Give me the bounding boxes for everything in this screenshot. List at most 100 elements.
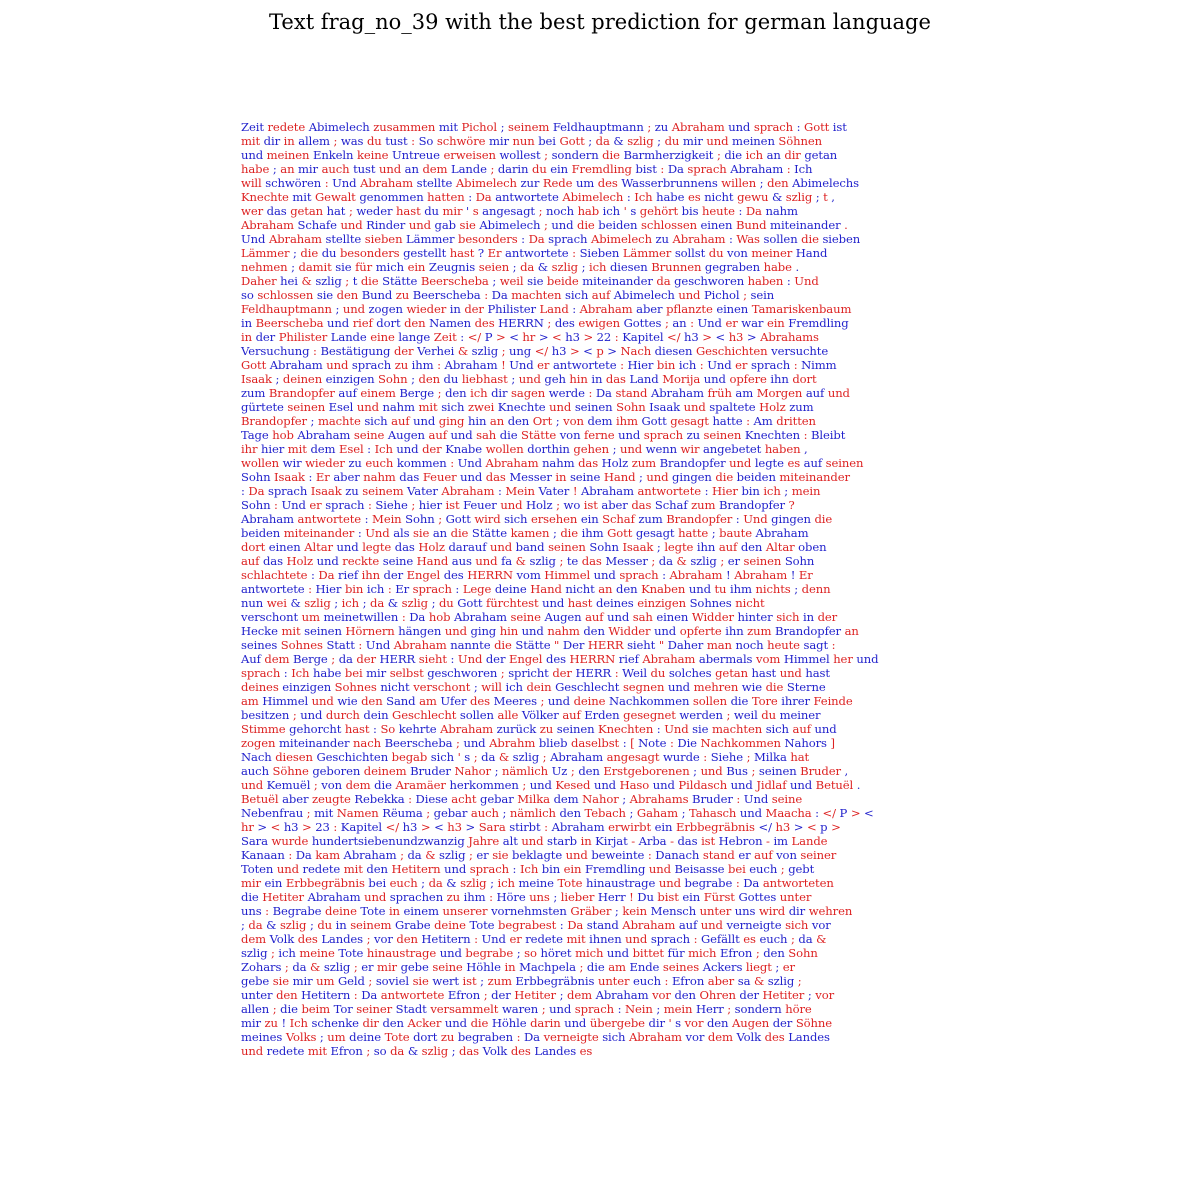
word-token: Enkeln xyxy=(313,148,357,162)
word-token: : xyxy=(729,232,737,246)
word-token: den xyxy=(578,764,604,778)
word-token: seinen xyxy=(287,400,329,414)
word-token: sich xyxy=(564,288,592,302)
word-token: damit xyxy=(298,260,336,274)
word-token: und xyxy=(241,148,267,162)
word-token: bei xyxy=(344,666,367,680)
word-token: die xyxy=(280,1002,302,1016)
word-token: Himmel xyxy=(783,652,834,666)
word-token: ; xyxy=(334,596,342,610)
word-token: Volk xyxy=(269,932,298,946)
word-token: ein xyxy=(682,890,704,904)
word-token: Tote xyxy=(360,904,389,918)
word-token: ich xyxy=(589,260,610,274)
word-token: getan xyxy=(290,204,327,218)
word-token: Sohn xyxy=(241,470,275,484)
word-token: Gottes xyxy=(738,890,780,904)
word-token: da xyxy=(798,932,817,946)
word-token: den xyxy=(763,946,789,960)
word-token: das xyxy=(266,204,291,218)
word-token: da xyxy=(338,652,357,666)
text-line: mir ein Erbbegräbnis bei euch ; da & szl… xyxy=(241,876,961,890)
word-token: er xyxy=(537,358,553,372)
word-token: begrabe xyxy=(465,946,517,960)
text-line: wollen wir wieder zu euch kommen : Und A… xyxy=(241,456,961,470)
word-token: miteinander xyxy=(779,470,850,484)
word-token: da xyxy=(656,274,675,288)
word-token: er xyxy=(735,358,751,372)
word-token: sieben xyxy=(364,232,407,246)
word-token: bin xyxy=(344,582,367,596)
word-token: und xyxy=(356,400,383,414)
word-token: hier xyxy=(418,498,446,512)
word-token: Tote xyxy=(557,876,586,890)
word-token: ich xyxy=(366,582,388,596)
word-token: er xyxy=(476,848,493,862)
word-token: weil xyxy=(733,708,762,722)
word-token: Landes xyxy=(534,1044,580,1058)
word-token: uns xyxy=(734,904,759,918)
word-token: nahm xyxy=(542,456,579,470)
word-token: Und xyxy=(794,274,819,288)
word-token: seines xyxy=(662,960,703,974)
word-token: an xyxy=(672,316,691,330)
word-token: Hetitern xyxy=(391,862,445,876)
word-token: Jahre xyxy=(468,834,503,848)
word-token: gebt xyxy=(788,862,815,876)
word-token: ; xyxy=(368,974,376,988)
word-token: Am xyxy=(753,414,777,428)
word-token: ; xyxy=(426,806,434,820)
word-token: in xyxy=(580,834,596,848)
word-token: Aramäer xyxy=(395,778,450,792)
word-token: du xyxy=(424,204,443,218)
word-token: kein xyxy=(622,904,651,918)
word-token: Abraham xyxy=(734,568,791,582)
word-token: Der xyxy=(562,638,588,652)
word-token: Versuchung xyxy=(241,344,314,358)
word-token: diesen xyxy=(654,344,696,358)
word-token: euch xyxy=(365,456,397,470)
word-token: Brunnen xyxy=(651,260,705,274)
word-token: szlig xyxy=(421,1044,452,1058)
word-token: ; xyxy=(241,918,249,932)
word-token: des xyxy=(597,176,622,190)
word-token: und xyxy=(547,694,574,708)
word-token: hatte xyxy=(712,414,747,428)
word-token: uns xyxy=(529,890,554,904)
word-token: weil xyxy=(499,274,528,288)
word-token: ; xyxy=(348,204,357,218)
word-token: Nahor xyxy=(454,764,495,778)
text-line: gebe sie mir um Geld ; soviel sie wert i… xyxy=(241,974,961,988)
text-line: : Da sprach Isaak zu seinem Vater Abraha… xyxy=(241,484,961,498)
word-token: denn xyxy=(801,582,831,596)
word-token: machten xyxy=(711,722,766,736)
word-token: Diese xyxy=(415,792,452,806)
word-token: Abraham xyxy=(730,162,787,176)
word-token: ' xyxy=(623,204,631,218)
word-token: : xyxy=(241,484,249,498)
word-token: seinen xyxy=(548,540,590,554)
word-token: Hetiter xyxy=(514,988,560,1002)
word-token: ein xyxy=(654,820,676,834)
word-token: ; xyxy=(400,848,408,862)
word-token: wird xyxy=(474,512,505,526)
word-token: : xyxy=(746,414,754,428)
word-token: Abrahm xyxy=(489,736,539,750)
word-token: seine xyxy=(432,960,467,974)
word-token: Mensch xyxy=(650,904,700,918)
word-token: und xyxy=(444,624,471,638)
text-line: will schwören : Und Abraham stellte Abim… xyxy=(241,176,961,190)
word-token: Sohnes xyxy=(334,680,381,694)
word-token: sondern xyxy=(734,1002,786,1016)
word-token: der xyxy=(817,610,838,624)
word-token: die xyxy=(360,274,383,288)
word-token: . xyxy=(856,778,861,792)
word-token: auf xyxy=(241,554,263,568)
word-token: da xyxy=(595,134,614,148)
word-token: Stimme xyxy=(241,722,290,736)
word-token: vor xyxy=(815,988,835,1002)
word-token: - xyxy=(670,834,678,848)
word-token: Brandopfer xyxy=(659,456,730,470)
word-token: zu xyxy=(394,358,412,372)
word-token: < xyxy=(583,344,597,358)
